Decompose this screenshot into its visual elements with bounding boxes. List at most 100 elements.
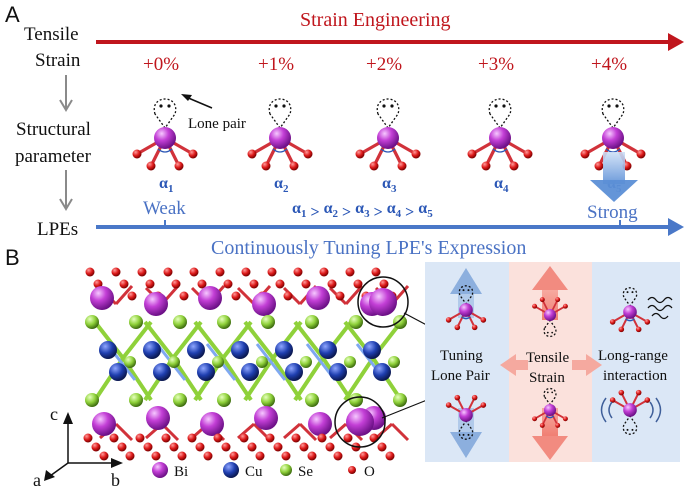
bismuth-atom xyxy=(200,412,224,436)
angle-arc xyxy=(545,415,555,419)
inset-unit-tensile-top xyxy=(532,297,568,338)
bismuth-atom xyxy=(346,408,374,436)
copper-atom xyxy=(197,363,215,381)
copper-atom xyxy=(109,363,127,381)
oxygen-atom xyxy=(174,161,184,171)
legend-label-o: O xyxy=(364,464,375,480)
oxygen-atom xyxy=(343,433,353,443)
oxygen-atom xyxy=(319,267,329,277)
oxygen-atom xyxy=(221,442,231,452)
electron-dot xyxy=(390,104,394,108)
crystal-axes xyxy=(44,412,123,481)
selenium-atom xyxy=(124,356,136,368)
crystal-bond xyxy=(344,285,364,305)
oxygen-atom xyxy=(203,451,213,461)
inset-unit-tuning-top xyxy=(445,285,487,331)
oxygen-atom xyxy=(635,389,642,396)
electron-dot xyxy=(467,289,470,292)
electron-dot xyxy=(551,331,554,334)
crystal-bond xyxy=(93,320,125,360)
oxygen-atom xyxy=(480,317,487,323)
oxygen-atom xyxy=(275,279,285,289)
strong-lone-pair-arrow xyxy=(590,152,638,202)
crystal-bond xyxy=(121,320,153,360)
oxygen-atom xyxy=(618,389,625,396)
strong-label: Strong xyxy=(587,202,638,223)
electron-dot xyxy=(607,104,611,108)
oxygen-atom xyxy=(609,397,616,403)
oxygen-atom xyxy=(325,442,335,452)
oxygen-atom xyxy=(273,442,283,452)
oxygen-atom xyxy=(555,297,561,303)
oxygen-atom xyxy=(247,149,257,159)
oxygen-atom xyxy=(454,394,461,401)
copper-atom xyxy=(373,363,391,381)
strain-step-label: +3% xyxy=(478,54,514,75)
oxygen-atom xyxy=(255,451,265,461)
axis-b-label: b xyxy=(111,470,120,490)
oxygen-atom xyxy=(555,422,561,428)
tensile-left-arrow xyxy=(500,354,528,376)
bismuth-atom xyxy=(306,286,330,310)
oxygen-atom xyxy=(247,442,257,452)
electron-dot xyxy=(282,104,286,108)
oxygen-atom xyxy=(137,267,147,277)
electron-dot xyxy=(467,433,470,436)
electron-dot xyxy=(462,433,465,436)
oxygen-atom xyxy=(125,451,135,461)
oxygen-atom xyxy=(580,149,590,159)
selenium-atom xyxy=(217,315,231,329)
electron-dot xyxy=(546,391,549,394)
crystal-bond xyxy=(329,422,347,440)
crystal-bond xyxy=(114,422,134,442)
copper-atom xyxy=(241,363,259,381)
bismuth-atom xyxy=(92,412,116,436)
oxygen-atom xyxy=(303,149,313,159)
oxygen-atom xyxy=(301,279,311,289)
oxygen-atom xyxy=(636,149,646,159)
legend-item-bi: Bi xyxy=(152,462,188,480)
angle-arc xyxy=(625,318,635,322)
electron-dot xyxy=(159,104,163,108)
bismuth-atom xyxy=(144,292,168,316)
crystal-bond xyxy=(293,356,325,402)
selenium-atom xyxy=(85,315,99,329)
oxygen-atom xyxy=(127,291,137,301)
oxygen-atom xyxy=(445,402,452,408)
copper-atom xyxy=(187,341,205,359)
structural-unit xyxy=(355,98,421,171)
bismuth-atom xyxy=(146,406,170,430)
lpe-arrow xyxy=(96,218,684,236)
oxygen-atom xyxy=(289,161,299,171)
lone-pair-lobe xyxy=(622,415,638,435)
structural-unit xyxy=(132,98,198,171)
crystal-bond xyxy=(243,320,275,360)
bismuth-atom xyxy=(369,288,397,316)
selenium-atom xyxy=(305,393,319,407)
lone-pair-lobe xyxy=(458,285,474,305)
oxygen-atom xyxy=(85,267,95,277)
bismuth-atom xyxy=(602,127,624,149)
lone-pair-lobe xyxy=(601,98,625,130)
oxygen-atom xyxy=(618,326,625,333)
grey-down-arrow-1 xyxy=(59,75,73,112)
angle-arc xyxy=(380,148,396,153)
oxygen-atom xyxy=(239,433,249,443)
oxygen-atom xyxy=(345,267,355,277)
legend: Bi Cu Se O xyxy=(152,462,375,480)
oxygen-atom xyxy=(562,416,568,422)
oxygen-atom xyxy=(371,267,381,277)
copper-atom xyxy=(329,363,347,381)
oxygen-atom xyxy=(467,149,477,159)
legend-label-cu: Cu xyxy=(245,464,263,480)
oxygen-atom xyxy=(197,279,207,289)
oxygen-atom xyxy=(532,416,538,422)
oxygen-atom xyxy=(509,161,519,171)
crystal-bond xyxy=(283,422,301,440)
bismuth-atom xyxy=(459,303,473,317)
selenium-atom xyxy=(393,393,407,407)
copper-atom xyxy=(143,341,161,359)
crystal-bond xyxy=(221,356,253,402)
bismuth-atom xyxy=(254,406,278,430)
lone-pair-lobe xyxy=(268,98,292,130)
